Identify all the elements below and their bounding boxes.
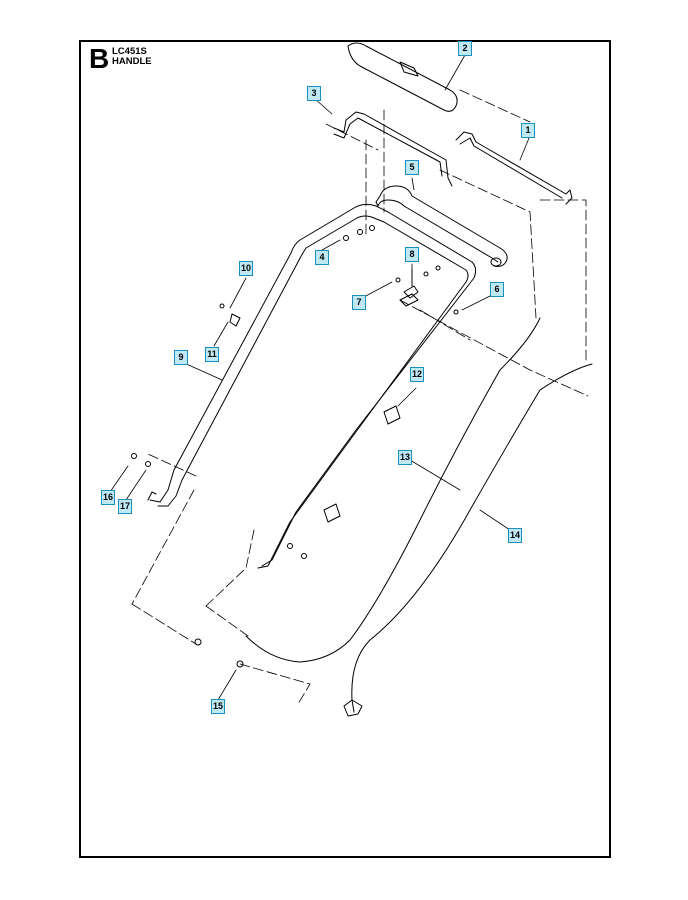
section-letter: B: [89, 43, 110, 74]
top-grip: [347, 42, 458, 112]
callout-14: 14: [508, 528, 522, 543]
fasteners: [131, 225, 459, 668]
callout-12: 12: [410, 367, 424, 382]
callout-5: 5: [405, 160, 419, 175]
callout-8: 8: [405, 247, 419, 262]
callout-4: 4: [315, 250, 329, 265]
cable-clips: [323, 405, 401, 523]
callout-10: 10: [239, 261, 253, 276]
control-bail: [333, 111, 453, 187]
callout-13: 13: [398, 450, 412, 465]
control-rod: [455, 131, 573, 205]
callout-7: 7: [352, 295, 366, 310]
upper-handle-bar: [147, 203, 477, 569]
callout-6: 6: [490, 282, 504, 297]
diagram-title: HANDLE: [112, 56, 152, 67]
assembly-lines: [131, 89, 589, 705]
callout-1: 1: [521, 123, 535, 138]
leader-lines: [109, 54, 530, 701]
model-name: LC451S: [112, 46, 147, 57]
cables: [245, 317, 593, 717]
callout-9: 9: [174, 350, 188, 365]
page-frame: [79, 40, 611, 858]
cross-bar: [375, 185, 508, 267]
callout-3: 3: [307, 86, 321, 101]
callout-11: 11: [205, 347, 219, 362]
callout-2: 2: [458, 41, 472, 56]
cable-guide: [399, 269, 419, 307]
callout-16: 16: [101, 490, 115, 505]
callout-17: 17: [118, 499, 132, 514]
callout-15: 15: [211, 699, 225, 714]
